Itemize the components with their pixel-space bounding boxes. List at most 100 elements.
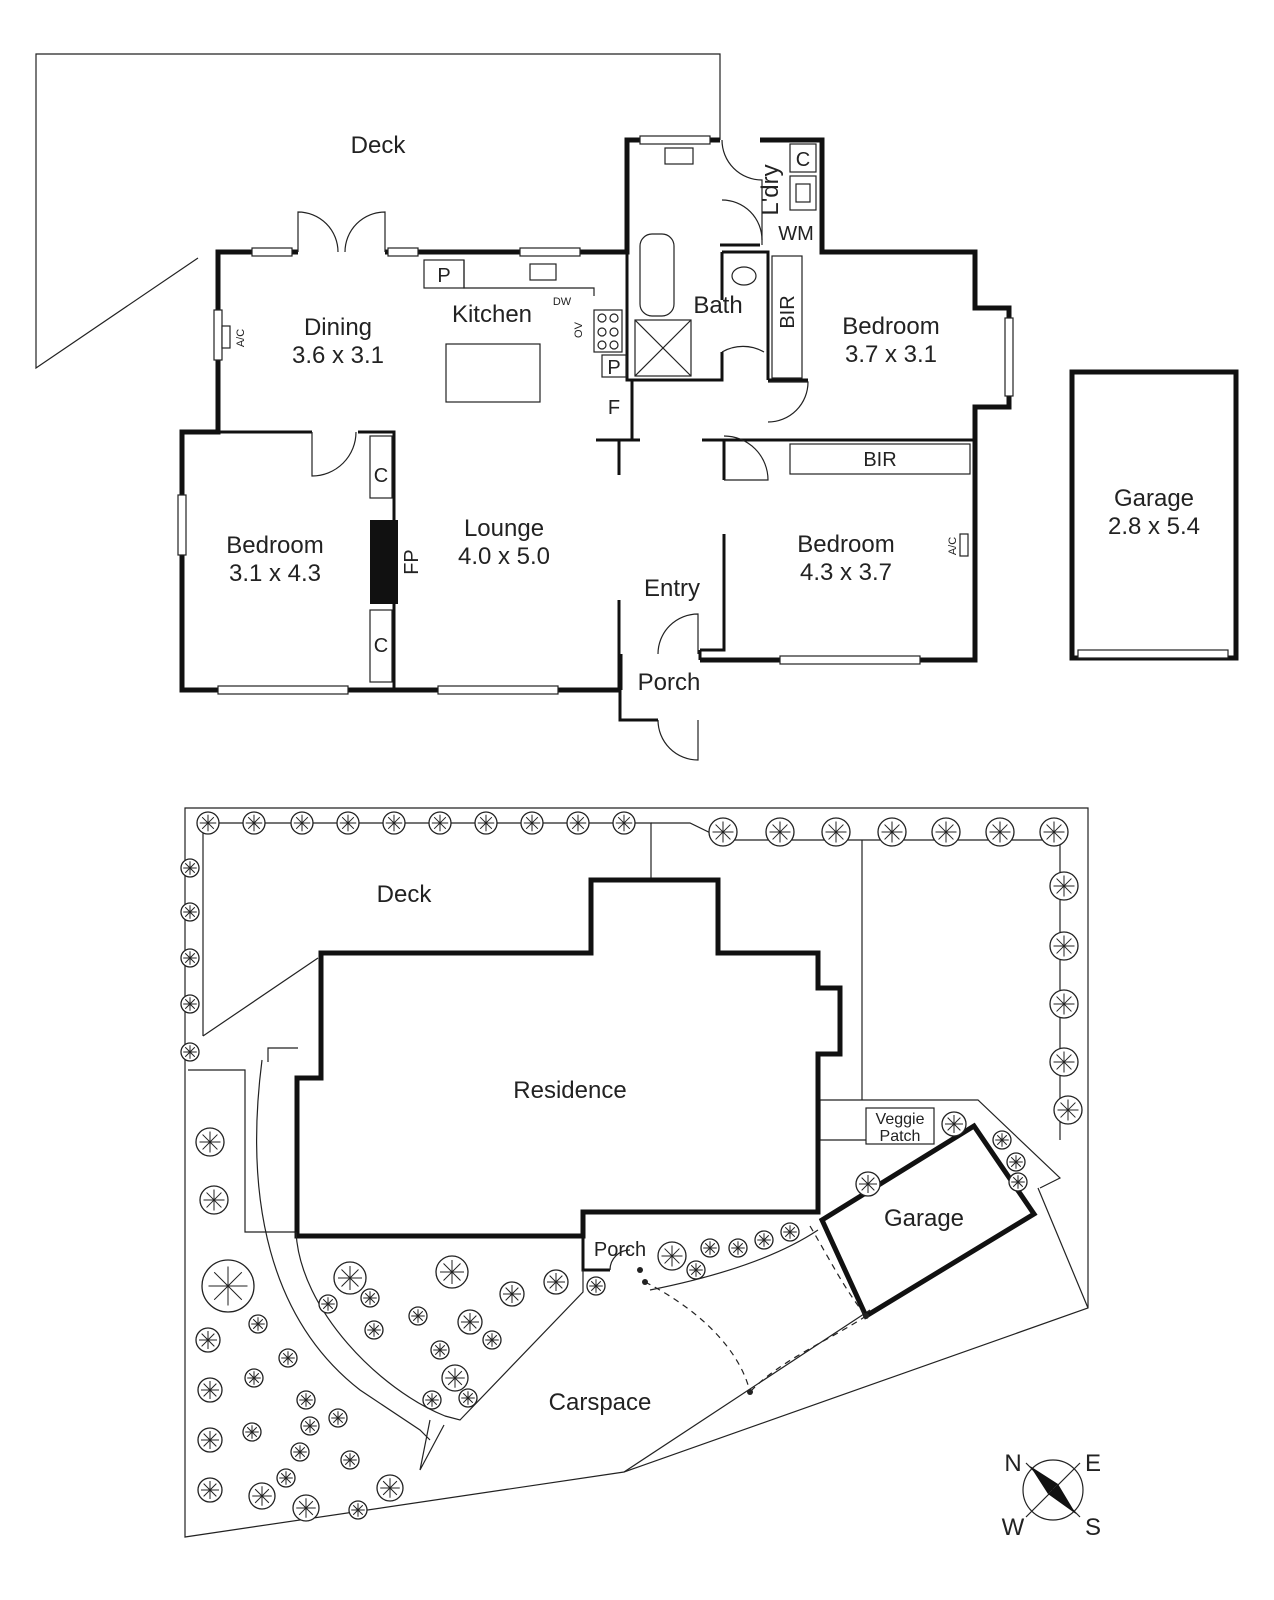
- svg-text:C: C: [374, 465, 388, 487]
- site-porch-label: Porch: [594, 1239, 646, 1261]
- tree-branch: [352, 1504, 364, 1516]
- built-in-robe: [771, 255, 803, 379]
- deck-outline: [35, 53, 721, 370]
- window: [519, 247, 581, 257]
- garden-bed: [295, 1231, 584, 1421]
- tree-icon: [754, 1230, 774, 1250]
- tree-icon: [612, 811, 636, 835]
- tree-icon: [992, 1130, 1012, 1150]
- tree-icon: [180, 994, 200, 1014]
- tree-branch: [201, 816, 215, 830]
- bedroom-size: 4.3 x 3.7: [800, 559, 892, 586]
- compass-south: S: [1085, 1514, 1101, 1541]
- tree-icon: [318, 1294, 338, 1314]
- svg-text:BIR: BIR: [863, 449, 896, 471]
- tree-branch: [202, 1134, 218, 1150]
- tree-icon: [686, 1260, 706, 1280]
- tree-branch: [1056, 938, 1072, 954]
- compass-west: W: [1002, 1514, 1025, 1541]
- tree-icon: [180, 948, 200, 968]
- tree-branch: [387, 816, 401, 830]
- tree-icon: [457, 1309, 483, 1335]
- porch-outline: [618, 654, 658, 722]
- tree-icon: [296, 1390, 316, 1410]
- tree-icon: [1049, 989, 1079, 1019]
- tree-icon: [765, 817, 795, 847]
- tree-branch: [295, 816, 309, 830]
- tree-icon: [543, 1269, 569, 1295]
- driveway: [419, 1419, 445, 1471]
- tree-icon: [1049, 1047, 1079, 1077]
- tree-icon: [340, 1450, 360, 1470]
- tree-branch: [252, 1318, 264, 1330]
- tree-icon: [290, 811, 314, 835]
- residence-label: Residence: [513, 1077, 626, 1104]
- tree-branch: [322, 1298, 334, 1310]
- tree-branch: [433, 816, 447, 830]
- deck-label: Deck: [351, 132, 407, 159]
- fridge-label: F: [608, 397, 620, 419]
- tree-branch: [300, 1394, 312, 1406]
- carspace-label: Carspace: [549, 1389, 652, 1416]
- tree-branch: [213, 1271, 243, 1301]
- tree-icon: [430, 1340, 450, 1360]
- veggie-patch-label: Patch: [880, 1128, 921, 1145]
- tree-branch: [1010, 1156, 1022, 1168]
- interior-wall: [625, 252, 724, 382]
- tree-icon: [242, 811, 266, 835]
- tree-branch: [938, 824, 954, 840]
- window: [177, 494, 187, 556]
- site-garage-label: Garage: [884, 1205, 964, 1232]
- tree-icon: [364, 1320, 384, 1340]
- tree-branch: [206, 1192, 222, 1208]
- tree-branch: [947, 1117, 961, 1131]
- tree-icon: [821, 817, 851, 847]
- air-conditioner: [959, 533, 969, 557]
- tree-icon: [382, 811, 406, 835]
- tree-branch: [704, 1242, 716, 1254]
- window: [251, 247, 293, 257]
- tree-branch: [486, 1334, 498, 1346]
- tree-branch: [426, 1394, 438, 1406]
- tree-branch: [341, 816, 355, 830]
- tree-branch: [463, 1315, 477, 1329]
- tree-icon: [855, 1171, 881, 1197]
- dining-label: Dining: [304, 314, 372, 341]
- tree-branch: [462, 1392, 474, 1404]
- tree-branch: [304, 1420, 316, 1432]
- tree-icon: [180, 858, 200, 878]
- compass-north: N: [1004, 1450, 1021, 1477]
- tree-branch: [505, 1287, 519, 1301]
- tree-branch: [382, 1480, 398, 1496]
- tree-icon: [700, 1238, 720, 1258]
- porch-label: Porch: [638, 669, 701, 696]
- tree-branch: [341, 1269, 359, 1287]
- lounge-size: 4.0 x 5.0: [458, 543, 550, 570]
- tree-branch: [332, 1412, 344, 1424]
- svg-text:A/C: A/C: [947, 537, 959, 555]
- tree-branch: [479, 816, 493, 830]
- veggie-patch: [865, 1107, 935, 1145]
- tree-icon: [728, 1238, 748, 1258]
- tree-icon: [1006, 1152, 1026, 1172]
- tree-branch: [412, 1310, 424, 1322]
- tree-branch: [294, 1446, 306, 1458]
- tree-icon: [435, 1255, 469, 1289]
- tree-icon: [474, 811, 498, 835]
- tree-icon: [499, 1281, 525, 1307]
- tree-icon: [566, 811, 590, 835]
- site-deck-label: Deck: [377, 881, 433, 908]
- door-swing: [297, 211, 386, 253]
- tree-branch: [664, 1248, 680, 1264]
- tree-icon: [985, 817, 1015, 847]
- tree-icon: [195, 1327, 221, 1353]
- tree-branch: [280, 1472, 292, 1484]
- tree-icon: [931, 817, 961, 847]
- svg-text:BIR: BIR: [777, 295, 799, 328]
- tree-icon: [408, 1306, 428, 1326]
- garage-door-swing: [644, 1225, 867, 1393]
- kitchen-bench: [463, 260, 595, 296]
- bath-label: Bath: [693, 292, 742, 319]
- tree-branch: [715, 824, 731, 840]
- tree-branch: [434, 1344, 446, 1356]
